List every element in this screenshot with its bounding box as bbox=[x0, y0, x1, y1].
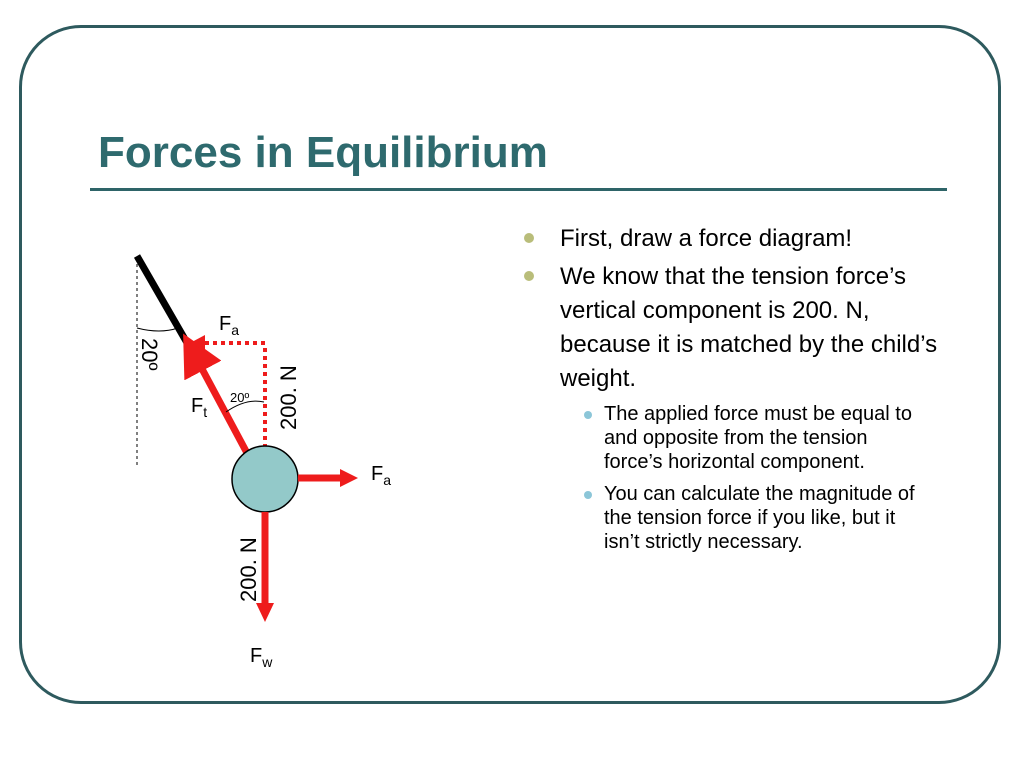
weight-magnitude-label: 200. N bbox=[236, 537, 261, 602]
horizontal-component-arrowhead bbox=[190, 335, 205, 351]
sub-bullet-text: The applied force must be equal to and o… bbox=[604, 403, 912, 473]
vertical-component-label: 200. N bbox=[276, 365, 301, 430]
bullet-text: We know that the tension force’s vertica… bbox=[560, 263, 938, 392]
slide-title: Forces in Equilibrium bbox=[98, 128, 548, 177]
bullet-dot-icon bbox=[524, 233, 534, 243]
sub-bullet-list: The applied force must be equal to and o… bbox=[560, 402, 940, 554]
sub-bullet-dot-icon bbox=[584, 411, 592, 419]
bullet-dot-icon bbox=[524, 271, 534, 281]
sub-bullet-text: You can calculate the magnitude of the t… bbox=[604, 483, 915, 553]
tension-label: Ft bbox=[191, 395, 207, 420]
weight-label: Fw bbox=[250, 645, 273, 670]
inner-angle-label: 20º bbox=[230, 390, 249, 405]
sub-bullet-item: You can calculate the magnitude of the t… bbox=[560, 482, 924, 554]
bullet-text: First, draw a force diagram! bbox=[560, 225, 853, 252]
rope-angle-label: 20º bbox=[137, 338, 162, 371]
rope-line bbox=[133, 254, 194, 350]
sub-bullet-dot-icon bbox=[584, 491, 592, 499]
title-underline bbox=[90, 188, 947, 191]
bullet-item: We know that the tension force’s vertica… bbox=[520, 260, 940, 554]
ball bbox=[231, 445, 299, 513]
applied-force-right-label: Fa bbox=[371, 463, 391, 488]
slide-frame bbox=[19, 25, 1001, 704]
tension-arrow bbox=[183, 333, 251, 455]
applied-force-top-label: Fa bbox=[219, 313, 239, 338]
weight-arrowhead bbox=[256, 603, 274, 622]
applied-force-arrowhead bbox=[340, 469, 358, 487]
sub-bullet-item: The applied force must be equal to and o… bbox=[560, 402, 924, 474]
bullet-list: First, draw a force diagram! We know tha… bbox=[520, 222, 940, 562]
inner-angle-arc bbox=[225, 400, 265, 413]
rope-angle-arc bbox=[136, 327, 179, 332]
bullet-item: First, draw a force diagram! bbox=[520, 222, 940, 256]
